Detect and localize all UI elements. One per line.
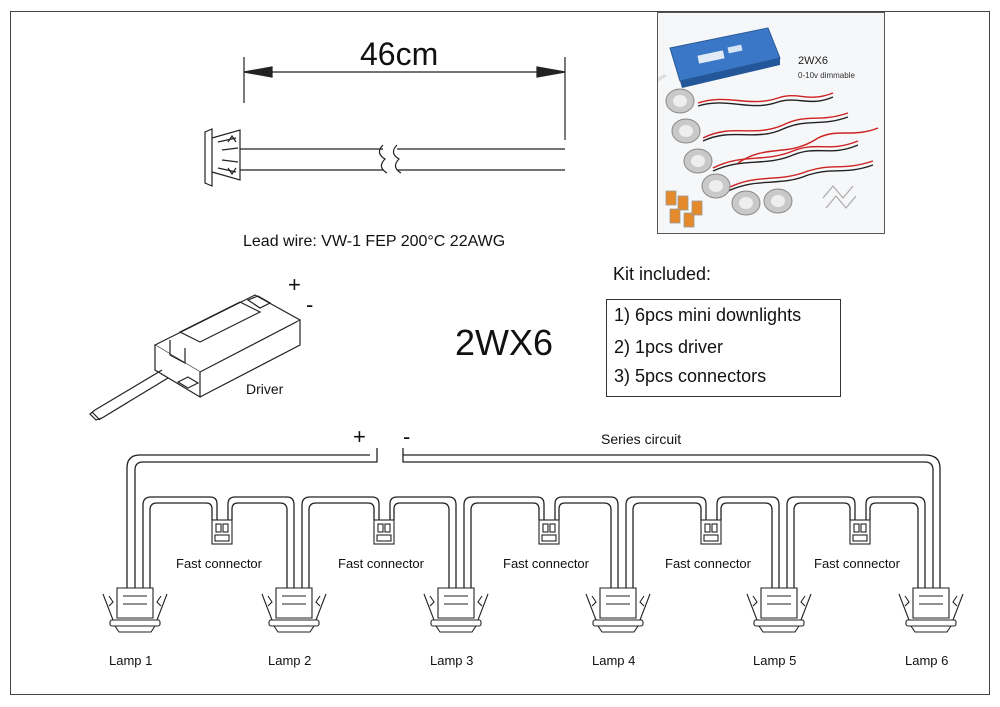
model-label: 2WX6 bbox=[455, 322, 554, 363]
fast-connector-label: Fast connector bbox=[338, 556, 424, 571]
fast-connector-icon bbox=[700, 519, 722, 545]
fast-connector-label: Fast connector bbox=[814, 556, 900, 571]
lamp-icon bbox=[585, 587, 651, 633]
driver-drawing bbox=[89, 294, 302, 421]
lead-wire-label: Lead wire: VW-1 FEP 200°C 22AWG bbox=[243, 233, 506, 250]
lamp-label: Lamp 5 bbox=[753, 653, 797, 668]
kit-item: 2) 1pcs driver bbox=[614, 337, 724, 357]
lamp-icon bbox=[423, 587, 489, 633]
fast-connectors bbox=[211, 519, 871, 545]
diagram-frame bbox=[10, 11, 990, 695]
fast-connector-label: Fast connector bbox=[503, 556, 589, 571]
fast-connector-icon bbox=[373, 519, 395, 545]
fast-connector-icon bbox=[538, 519, 560, 545]
fast-connector-icon bbox=[211, 519, 233, 545]
dimension-label: 46cm bbox=[360, 36, 439, 72]
lamp-label: Lamp 3 bbox=[430, 653, 474, 668]
kit-list-box bbox=[606, 299, 841, 397]
lamp-label: Lamp 4 bbox=[592, 653, 636, 668]
lamp-icon bbox=[898, 587, 964, 633]
kit-item: 1) 6pcs mini downlights bbox=[614, 305, 802, 325]
driver-plus-sign: + bbox=[288, 272, 301, 297]
lamp-icon bbox=[746, 587, 812, 633]
circuit-plus-sign: + bbox=[353, 424, 366, 449]
fast-connector-icon bbox=[849, 519, 871, 545]
product-photo: 2WX6 0-10v dimmable bbox=[657, 12, 885, 234]
lamp-icon bbox=[261, 587, 327, 633]
series-circuit-wires bbox=[126, 448, 941, 588]
photo-title: 2WX6 bbox=[798, 55, 828, 67]
photo-subtitle: 0-10v dimmable bbox=[798, 71, 855, 80]
lamp-label: Lamp 6 bbox=[905, 653, 949, 668]
circuit-minus-sign: - bbox=[403, 424, 411, 449]
lamp-label: Lamp 2 bbox=[268, 653, 312, 668]
driver-label: Driver bbox=[246, 381, 284, 397]
kit-item: 3) 5pcs connectors bbox=[614, 366, 767, 386]
lamp-label: Lamp 1 bbox=[109, 653, 153, 668]
lead-wire-drawing bbox=[204, 57, 566, 187]
product-photo-illustration bbox=[658, 27, 879, 228]
fast-connector-label: Fast connector bbox=[176, 556, 262, 571]
lamp-icon bbox=[102, 587, 168, 633]
series-circuit-label: Series circuit bbox=[601, 431, 682, 447]
lamp-icons bbox=[102, 587, 964, 633]
kit-title: Kit included: bbox=[613, 264, 712, 284]
fast-connector-label: Fast connector bbox=[665, 556, 751, 571]
driver-minus-sign: - bbox=[306, 292, 314, 317]
